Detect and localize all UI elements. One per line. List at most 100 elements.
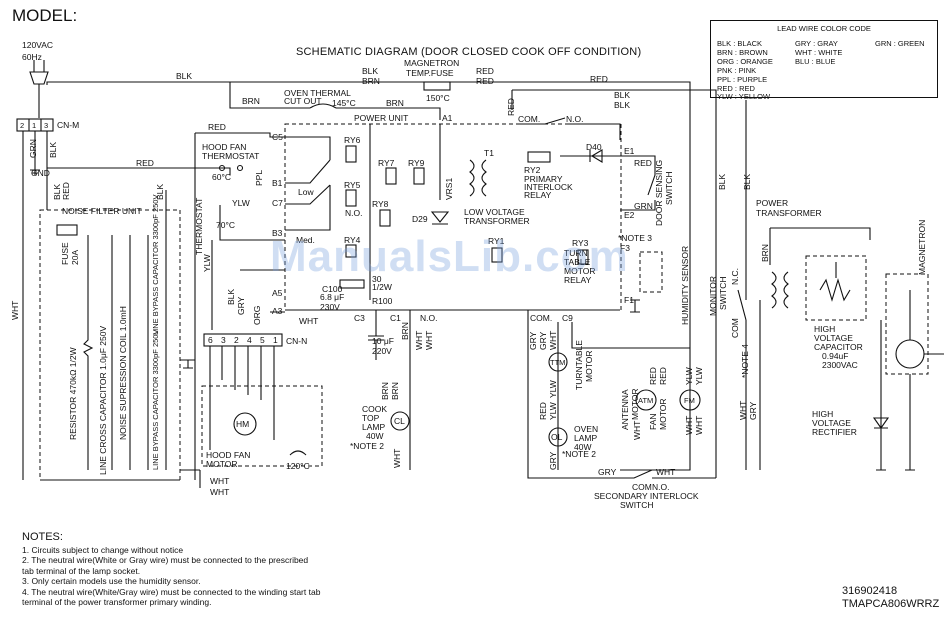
fan-motor-label: MOTOR [658, 399, 668, 430]
wire-label: YLW [548, 402, 558, 420]
wire-label: BRN [400, 322, 410, 340]
diode-d40: D40 [586, 142, 602, 152]
wire-label: BRN [760, 244, 770, 262]
oven-lamp-symbol: OL [551, 432, 563, 442]
thermal-cutout-label: OVEN THERMAL [284, 88, 351, 98]
cook-lamp-note: *NOTE 2 [350, 441, 384, 451]
legend-title: LEAD WIRE COLOR CODE [777, 24, 871, 33]
cn-n-pin: 1 [273, 335, 278, 345]
cook-lamp-symbol: CL [394, 416, 405, 426]
relay-ry2: RY2 [524, 165, 541, 175]
wire-label: BRN [242, 96, 260, 106]
hv-capacitor-voltage: 2300VAC [822, 360, 858, 370]
capacitor-10uf: 10 μF [372, 336, 394, 346]
note-item: 3. Only certain models use the humidity … [22, 576, 201, 586]
power-unit-label: POWER UNIT [354, 113, 408, 123]
wire-label: RED [476, 76, 494, 86]
wire-label: GRN [28, 139, 38, 158]
antenna-motor-symbol: ATM [638, 396, 653, 405]
contact-no: N.O. [345, 208, 362, 218]
relay-ry3: RY3 [572, 238, 589, 248]
legend-entry: PNK : PINK [717, 66, 757, 75]
wire-label: RED [590, 74, 608, 84]
cook-lamp-label: TOP [362, 413, 380, 423]
cn-m-pin: 1 [32, 121, 36, 130]
relay-ry9: RY9 [408, 158, 425, 168]
wire-label: WHT [694, 416, 704, 435]
resistor-label: RESISTOR 470kΩ 1/2W [68, 347, 78, 440]
legend-entry: PPL : PURPLE [717, 75, 768, 84]
legend-entry: YLW : YELLOW [717, 92, 771, 101]
hood-motor-label: HOOD FAN [206, 450, 250, 460]
relay-ry7: RY7 [378, 158, 395, 168]
hood-thermo-label: THERMOSTAT [202, 151, 259, 161]
wire-label: WHT [684, 416, 694, 435]
hv-rectifier-label: HIGH [812, 409, 833, 419]
hv-rectifier-label: VOLTAGE [812, 418, 851, 428]
mag-fuse-temp: 150°C [426, 93, 450, 103]
wire-label: WHT [10, 301, 20, 320]
model-number: TMAPCA806WRRZ [842, 598, 940, 610]
speed-low: Low [298, 187, 314, 197]
terminal-f3: F3 [620, 243, 630, 253]
sec-interlock-label: SWITCH [620, 500, 654, 510]
ttmr-label: RELAY [564, 275, 592, 285]
wire-label: BLK [226, 289, 236, 305]
terminal-b1: B1 [272, 178, 283, 188]
wire-label: WHT [392, 449, 402, 468]
hood-thermo-temp: 60°C [212, 172, 231, 182]
contact-no: N.O. [420, 313, 437, 323]
fuse-symbol [56, 224, 78, 236]
legend-entry: BRN : BROWN [717, 48, 768, 57]
ry2-label: PRIMARY [524, 174, 563, 184]
wire-label: WHT [548, 331, 558, 350]
monitor-nc: N.C. [730, 268, 740, 285]
thermal-cutout-label: CUT OUT [284, 96, 322, 106]
wire-label: BLK [52, 184, 62, 200]
wire-label: RED [648, 367, 658, 385]
cn-n-pin: 5 [260, 335, 265, 345]
cook-lamp-label: COOK [362, 404, 387, 414]
wire-label: RED [634, 158, 652, 168]
wire-label: BRN [390, 382, 400, 400]
wire-label: GRY [528, 331, 538, 350]
wire-label: RED [538, 402, 548, 420]
color-code-legend: LEAD WIRE COLOR CODE BLK : BLACK BRN : B… [710, 20, 938, 101]
mag-fuse-label: MAGNETRON [404, 58, 459, 68]
terminal-c3: C3 [354, 313, 365, 323]
wire-label: YLW [548, 380, 558, 398]
varistor-vrs1: VRS1 [444, 178, 454, 200]
note3-label: *NOTE 3 [618, 233, 652, 243]
resistor-value: 30 [372, 274, 382, 284]
relay-ry8: RY8 [372, 199, 389, 209]
wire-label: BLK [176, 71, 192, 81]
mag-fuse-label: TEMP.FUSE [406, 68, 454, 78]
transformer-t1: T1 [484, 148, 494, 158]
line-bypass-label: LINE BYPASS CAPACITOR 3300pF 250V [151, 195, 160, 335]
cn-m-label: CN-M [57, 120, 79, 130]
terminal-f1: F1 [624, 295, 634, 305]
wire-label: BLK [614, 90, 630, 100]
part-number: 316902418 [842, 585, 898, 597]
legend-entry: GRN : GREEN [875, 39, 925, 48]
cn-n-pin: 6 [208, 335, 213, 345]
turntable-motor-label: MOTOR [584, 351, 594, 382]
wire-label: WHT [299, 316, 318, 326]
capacitor-voltage: 230V [320, 302, 340, 312]
resistor-spec: 1/2W [372, 282, 392, 292]
terminal-e1: E1 [624, 146, 635, 156]
wire-label: YLW [684, 367, 694, 385]
relay-ry6: RY6 [344, 135, 361, 145]
wire-label: WHT [632, 421, 642, 440]
terminal-c9: C9 [562, 313, 573, 323]
note-item: 1. Circuits subject to change without no… [22, 544, 184, 555]
power-transformer-label: POWER [756, 198, 788, 208]
diagram-title: SCHEMATIC DIAGRAM (DOOR CLOSED COOK OFF … [296, 46, 642, 58]
watermark: ManualsLib.com [270, 232, 629, 281]
fuse-rating: 20A [70, 250, 80, 265]
wire-label: RED [658, 367, 668, 385]
oven-lamp-label: LAMP [574, 433, 597, 443]
note-item: 4. The neutral wire(White/Gray wire) mus… [22, 586, 321, 597]
monitor-switch-label: MONITOR [708, 276, 718, 316]
